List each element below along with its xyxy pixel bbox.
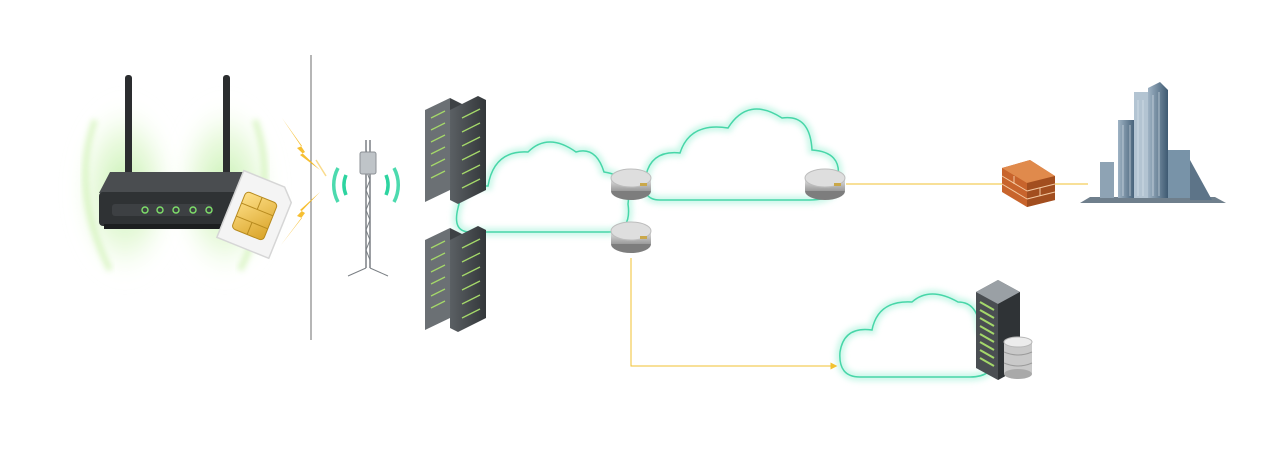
network-router-puck-icon bbox=[610, 221, 652, 253]
cell-tower-icon bbox=[331, 140, 401, 277]
office-building-icon bbox=[1080, 82, 1226, 203]
cloud-bottom bbox=[835, 290, 1002, 381]
brick-firewall-icon bbox=[1001, 160, 1056, 207]
network-router-puck-icon bbox=[610, 168, 652, 200]
link-lines bbox=[630, 183, 1088, 370]
server-with-database-icon bbox=[976, 280, 1033, 380]
server-rack-icon bbox=[425, 96, 486, 332]
lightning-bolt-icon bbox=[281, 118, 327, 245]
sim-card-icon bbox=[215, 169, 293, 260]
network-router-puck-icon bbox=[804, 168, 846, 200]
